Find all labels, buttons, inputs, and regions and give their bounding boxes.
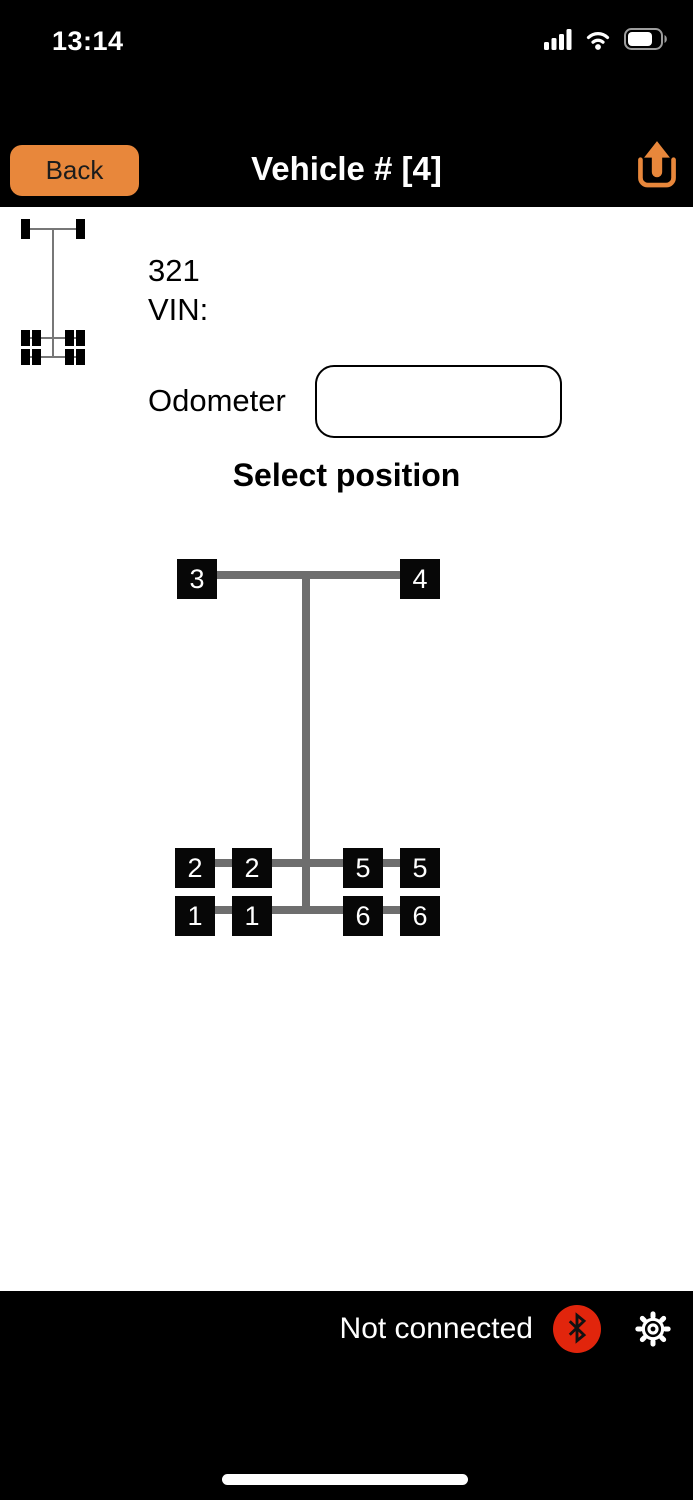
position-button-4[interactable]: 4 — [400, 559, 440, 599]
connection-status-row: Not connected — [340, 1305, 673, 1353]
bluetooth-icon — [562, 1311, 592, 1348]
page-title: Vehicle # [4] — [251, 150, 442, 187]
position-button-2-inner[interactable]: 2 — [232, 848, 272, 888]
cellular-signal-icon — [544, 28, 572, 55]
status-bar: 13:14 — [0, 0, 693, 90]
position-button-1-inner[interactable]: 1 — [232, 896, 272, 936]
settings-button[interactable] — [633, 1309, 673, 1349]
upload-icon — [629, 141, 685, 201]
position-button-5-outer[interactable]: 5 — [400, 848, 440, 888]
position-button-6-outer[interactable]: 6 — [400, 896, 440, 936]
position-button-3[interactable]: 3 — [177, 559, 217, 599]
odometer-label: Odometer — [148, 383, 286, 418]
footer-toolbar: Not connected — [0, 1291, 693, 1500]
navigation-bar: Back Vehicle # [4] — [0, 90, 693, 207]
position-button-5-inner[interactable]: 5 — [343, 848, 383, 888]
back-button[interactable]: Back — [10, 145, 139, 196]
position-button-1-outer[interactable]: 1 — [175, 896, 215, 936]
chassis-bar — [302, 571, 310, 914]
status-icons — [544, 28, 669, 55]
middle-axle-bar — [195, 859, 420, 867]
upload-button[interactable] — [629, 138, 685, 198]
position-button-6-inner[interactable]: 6 — [343, 896, 383, 936]
position-button-2-outer[interactable]: 2 — [175, 848, 215, 888]
connection-status-text: Not connected — [339, 1312, 533, 1345]
vehicle-schematic-icon — [14, 215, 92, 372]
rear-axle-bar — [195, 906, 420, 914]
vehicle-detail-panel: 321 VIN: Odometer Select position 3 4 2 … — [0, 207, 693, 1291]
home-indicator[interactable] — [222, 1474, 468, 1485]
select-position-heading: Select position — [232, 457, 461, 493]
clock: 13:14 — [52, 26, 124, 56]
odometer-input[interactable] — [315, 365, 562, 438]
vin-label: VIN: — [148, 292, 209, 327]
battery-icon — [624, 28, 669, 55]
settings-gear-icon — [633, 1311, 673, 1352]
bluetooth-button[interactable] — [553, 1305, 601, 1353]
back-button-label: Back — [45, 155, 104, 185]
vehicle-number: 321 — [148, 253, 200, 288]
wifi-icon — [583, 28, 613, 55]
